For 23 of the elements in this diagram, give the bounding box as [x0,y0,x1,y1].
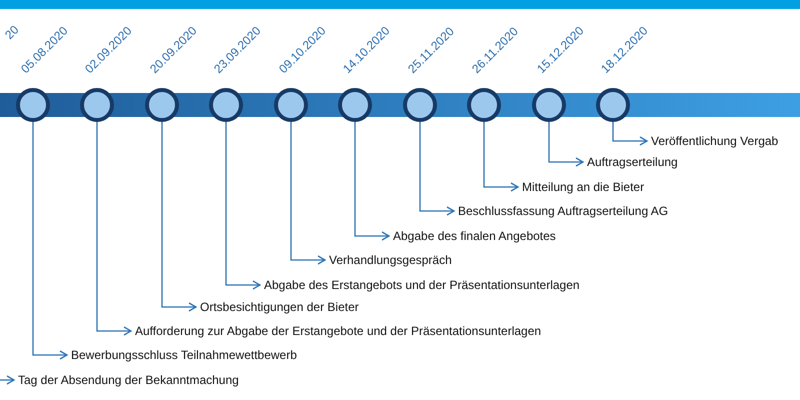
milestone-text: Ortsbesichtigungen der Bieter [200,300,359,314]
leader-arrow [419,122,455,216]
milestone-text: Mitteilung an die Bieter [522,180,644,194]
leader-arrow [290,122,326,265]
leader-arrow [612,122,648,146]
milestone-text: Verhandlungsgespräch [329,253,452,267]
milestone-text: Veröffentlichung Vergab [651,134,778,148]
leader-arrow [32,122,68,360]
milestone-text: Abgabe des finalen Angebotes [393,229,556,243]
milestone-text: Abgabe des Erstangebots und der Präsentationsunterlagen [264,278,580,292]
leader-arrow [225,122,261,290]
leader-arrow [354,122,390,241]
leader-arrow [483,122,519,192]
milestone-text: Aufforderung zur Abgabe der Erstangebote und der Präsentationsunterlagen [135,324,542,338]
milestone-text: Bewerbungsschluss Teilnahmewettbewerb [71,348,297,362]
milestone-text: Auftragserteilung [587,155,678,169]
milestone-text: Beschlussfassung Auftragserteilung AG [458,204,668,218]
leader-arrow [96,122,132,336]
leader-arrow [161,122,197,312]
leader-arrow [0,375,15,385]
milestone-text: Tag der Absendung der Bekanntmachung [18,373,239,387]
date-label: 20 [2,22,22,42]
leader-arrow [548,122,584,167]
